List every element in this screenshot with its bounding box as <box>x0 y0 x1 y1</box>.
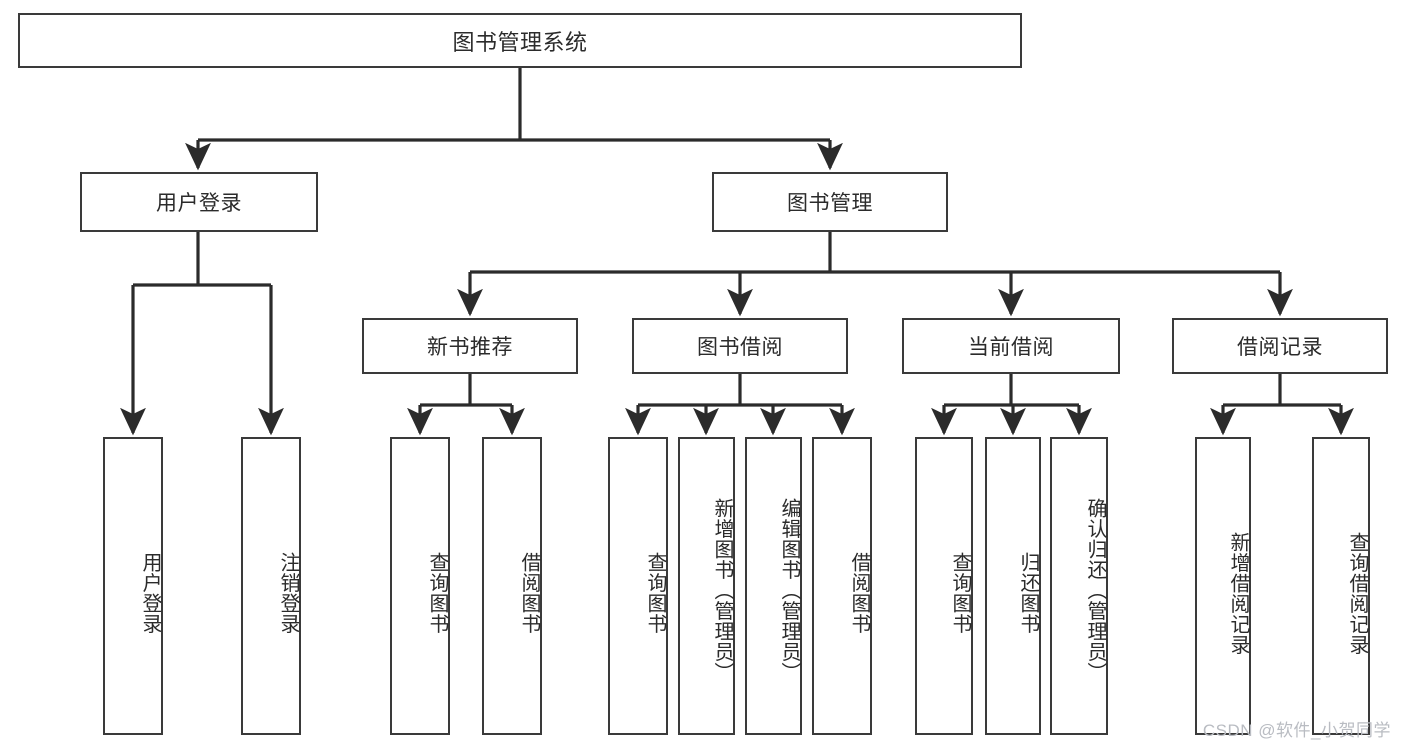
leaf-query-books-current[interactable]: 查询图书 <box>915 437 973 735</box>
node-label: 图书借阅 <box>697 336 783 359</box>
leaf-borrow-books-borrowing[interactable]: 借阅图书 <box>812 437 872 735</box>
node-label: 用户登录 <box>139 552 161 634</box>
leaf-query-books-recommendation[interactable]: 查询图书 <box>390 437 450 735</box>
node-current-borrowing[interactable]: 当前借阅 <box>902 318 1120 374</box>
leaf-logout[interactable]: 注销登录 <box>241 437 301 735</box>
node-label: 查询借阅记录 <box>1346 531 1368 655</box>
node-label: 查询图书 <box>426 552 448 634</box>
leaf-edit-book-admin[interactable]: 编辑图书（管理员） <box>745 437 802 735</box>
leaf-confirm-return-admin[interactable]: 确认归还（管理员） <box>1050 437 1108 735</box>
leaf-query-books-borrowing[interactable]: 查询图书 <box>608 437 668 735</box>
node-label: 归还图书 <box>1017 552 1039 634</box>
node-book-borrowing[interactable]: 图书借阅 <box>632 318 848 374</box>
node-book-management[interactable]: 图书管理 <box>712 172 948 232</box>
node-user-login[interactable]: 用户登录 <box>80 172 318 232</box>
leaf-query-borrowing-record[interactable]: 查询借阅记录 <box>1312 437 1370 735</box>
node-label: 借阅图书 <box>848 552 870 634</box>
node-label: 借阅记录 <box>1237 336 1323 359</box>
node-label: 新增图书（管理员） <box>711 497 733 683</box>
node-label: 查询图书 <box>949 552 971 634</box>
watermark: CSDN @软件_小贺同学 <box>1202 721 1391 740</box>
node-new-book-recommendation[interactable]: 新书推荐 <box>362 318 578 374</box>
leaf-add-borrowing-record[interactable]: 新增借阅记录 <box>1195 437 1251 735</box>
node-label: 图书管理系统 <box>452 29 588 55</box>
leaf-user-login[interactable]: 用户登录 <box>103 437 163 735</box>
node-label: 确认归还（管理员） <box>1084 497 1106 683</box>
node-label: 新增借阅记录 <box>1227 531 1249 655</box>
node-label: 图书管理 <box>787 192 873 215</box>
leaf-return-books[interactable]: 归还图书 <box>985 437 1041 735</box>
node-label: 新书推荐 <box>427 336 513 359</box>
node-label: 用户登录 <box>156 192 242 215</box>
node-label: 借阅图书 <box>518 552 540 634</box>
node-label: 当前借阅 <box>968 336 1054 359</box>
node-root-book-management-system[interactable]: 图书管理系统 <box>18 13 1022 68</box>
leaf-add-book-admin[interactable]: 新增图书（管理员） <box>678 437 735 735</box>
node-borrowing-records[interactable]: 借阅记录 <box>1172 318 1388 374</box>
node-label: 编辑图书（管理员） <box>778 497 800 683</box>
node-label: 注销登录 <box>277 552 299 634</box>
leaf-borrow-books-recommendation[interactable]: 借阅图书 <box>482 437 542 735</box>
node-label: 查询图书 <box>644 552 666 634</box>
